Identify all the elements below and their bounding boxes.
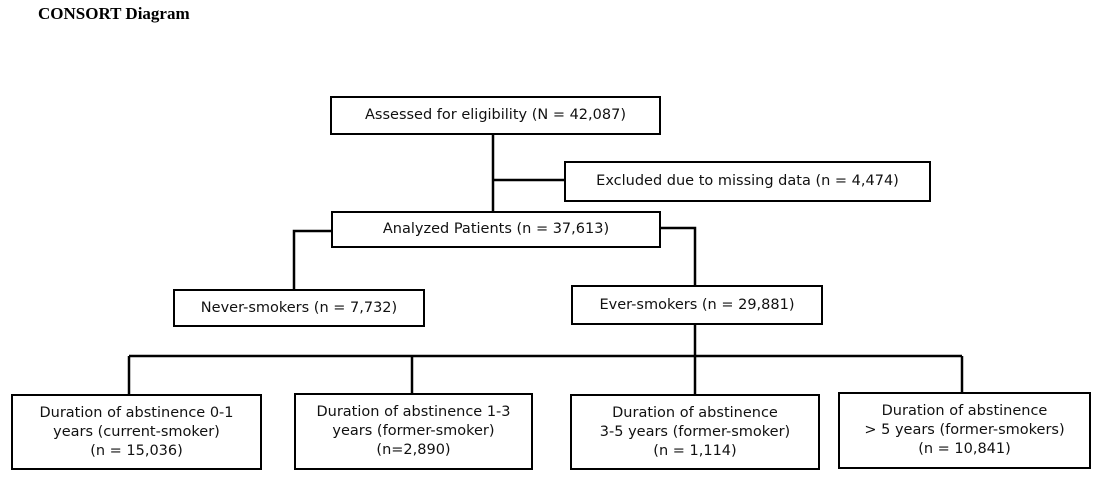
abstinence-1-3-line1: Duration of abstinence 1-3 (316, 404, 511, 420)
diagram-title: CONSORT Diagram (38, 4, 190, 23)
abstinence-0-1-line1: Duration of abstinence 0-1 (39, 404, 234, 421)
excluded-text: Excluded due to missing data (n = 4,474) (596, 173, 899, 189)
ever-smokers-box: Ever-smokers (n = 29,881) (571, 285, 823, 325)
abstinence-over-5-line3: (n = 10,841) (918, 441, 1011, 457)
assessed-text: Assessed for eligibility (N = 42,087) (365, 107, 626, 123)
assessed-box: Assessed for eligibility (N = 42,087) (330, 96, 661, 135)
analyzed-text: Analyzed Patients (n = 37,613) (382, 221, 610, 237)
abstinence-over-5-line2: > 5 years (former-smokers) (864, 422, 1065, 438)
analyzed-box: Analyzed Patients (n = 37,613) (331, 211, 661, 248)
excluded-box: Excluded due to missing data (n = 4,474) (564, 161, 931, 202)
never-smokers-box: Never-smokers (n = 7,732) (173, 289, 425, 327)
line-analyzed-to-never (292, 229, 332, 290)
abstinence-3-5-line2: 3-5 years (former-smoker) (599, 423, 791, 440)
never-smokers-text: Never-smokers (n = 7,732) (200, 299, 398, 316)
abstinence-3-5-line3: (n = 1,114) (653, 442, 737, 459)
abstinence-0-1-box: Duration of abstinence 0-1 years (curren… (11, 394, 262, 470)
abstinence-0-1-line2: years (current-smoker) (53, 423, 220, 440)
abstinence-3-5-box: Duration of abstinence 3-5 years (former… (570, 394, 820, 470)
abstinence-over-5-line1: Duration of abstinence (881, 403, 1048, 419)
abstinence-1-3-line3: (n=2,890) (376, 442, 451, 458)
abstinence-1-3-box: Duration of abstinence 1-3 years (former… (294, 393, 533, 470)
abstinence-0-1-line3: (n = 15,036) (90, 442, 183, 459)
line-analyzed-to-ever (660, 226, 697, 286)
ever-smokers-text: Ever-smokers (n = 29,881) (599, 296, 795, 313)
abstinence-3-5-line1: Duration of abstinence (612, 404, 778, 421)
abstinence-1-3-line2: years (former-smoker) (332, 423, 495, 439)
abstinence-over-5-box: Duration of abstinence > 5 years (former… (838, 392, 1091, 469)
